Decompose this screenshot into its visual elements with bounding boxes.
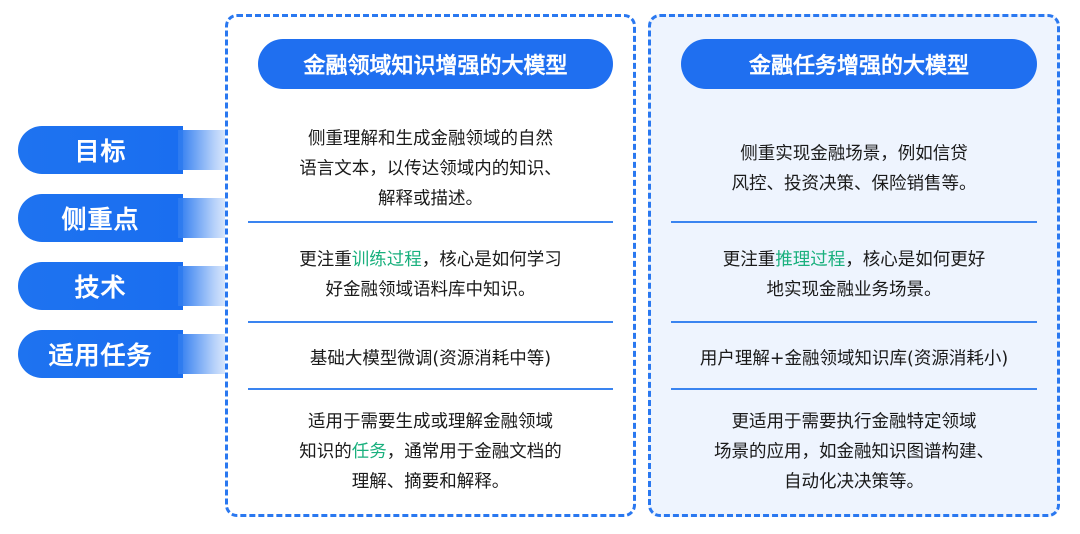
cell-line: 适用于需要生成或理解金融领域 — [299, 407, 562, 437]
row-label-text: 侧重点 — [61, 205, 140, 234]
column-task-enhanced-model: 金融任务增强的大模型 侧重实现金融场景，例如信贷风控、投资决策、保险销售等。 更… — [648, 14, 1060, 517]
cell-text: 适用于需要生成或理解金融领域知识的任务，通常用于金融文档的理解、摘要和解释。 — [299, 407, 562, 497]
cell-text-segment: 解释或描述。 — [378, 189, 483, 209]
divider — [671, 388, 1037, 390]
row-label-text: 适用任务 — [48, 341, 153, 370]
divider — [671, 321, 1037, 323]
cell-tasks: 更适用于需要执行金融特定领域场景的应用，如金融知识图谱构建、自动化决决策等。 — [671, 397, 1037, 507]
column-domain-knowledge-model: 金融领域知识增强的大模型 侧重理解和生成金融领域的自然语言文本，以传达领域内的知… — [225, 14, 636, 517]
cell-text: 更适用于需要执行金融特定领域场景的应用，如金融知识图谱构建、自动化决决策等。 — [714, 407, 994, 497]
cell-line: 地实现金融业务场景。 — [723, 275, 986, 305]
cell-focus: 更注重推理过程，核心是如何更好地实现金融业务场景。 — [671, 229, 1037, 321]
cell-technology: 基础大模型微调(资源消耗中等) — [248, 329, 613, 389]
cell-focus: 更注重训练过程，核心是如何学习好金融领域语料库中知识。 — [248, 229, 613, 321]
cell-text: 基础大模型微调(资源消耗中等) — [310, 344, 551, 374]
cell-text-segment: 适用于需要生成或理解金融领域 — [308, 412, 553, 432]
cell-line: 侧重理解和生成金融领域的自然 — [299, 124, 562, 154]
cell-line: 基础大模型微调(资源消耗中等) — [310, 344, 551, 374]
cell-text: 更注重推理过程，核心是如何更好地实现金融业务场景。 — [723, 245, 986, 305]
cell-text: 更注重训练过程，核心是如何学习好金融领域语料库中知识。 — [299, 245, 562, 305]
cell-line: 自动化决决策等。 — [714, 467, 994, 497]
cell-text-segment: 语言文本，以传达领域内的知识、 — [299, 159, 562, 179]
cell-line: 解释或描述。 — [299, 184, 562, 214]
column-header: 金融领域知识增强的大模型 — [258, 39, 613, 89]
cell-text-segment: 侧重理解和生成金融领域的自然 — [308, 129, 553, 149]
cell-line: 更注重推理过程，核心是如何更好 — [723, 245, 986, 275]
cell-line: 风控、投资决策、保险销售等。 — [732, 169, 977, 199]
cell-line: 好金融领域语料库中知识。 — [299, 275, 562, 305]
divider — [248, 221, 613, 223]
cell-technology: 用户理解+金融领域知识库(资源消耗小) — [671, 329, 1037, 389]
cell-text-segment: 用户理解+金融领域知识库(资源消耗小) — [699, 349, 1009, 369]
cell-line: 知识的任务，通常用于金融文档的 — [299, 437, 562, 467]
cell-goal: 侧重理解和生成金融领域的自然语言文本，以传达领域内的知识、解释或描述。 — [248, 113, 613, 225]
cell-text-segment: 更注重 — [722, 250, 776, 270]
divider — [671, 221, 1037, 223]
highlight-text: 任务 — [351, 442, 387, 462]
divider — [248, 388, 613, 390]
row-label-focus: 侧重点 — [18, 194, 238, 242]
cell-line: 用户理解+金融领域知识库(资源消耗小) — [700, 344, 1008, 374]
row-label-tasks: 适用任务 — [18, 330, 238, 378]
cell-text-segment: 更注重 — [299, 250, 352, 270]
row-label-technology: 技术 — [18, 262, 238, 310]
cell-text-segment: ，核心是如何更好 — [845, 250, 986, 270]
cell-text-segment: 理解、摘要和解释。 — [351, 472, 510, 492]
cell-text-segment: 自动化决决策等。 — [784, 472, 924, 492]
cell-line: 理解、摘要和解释。 — [299, 467, 562, 497]
divider — [248, 321, 613, 323]
cell-text: 侧重实现金融场景，例如信贷风控、投资决策、保险销售等。 — [732, 139, 977, 199]
cell-line: 场景的应用，如金融知识图谱构建、 — [714, 437, 994, 467]
cell-text-segment: 更适用于需要执行金融特定领域 — [731, 412, 977, 432]
cell-text-segment: 侧重实现金融场景，例如信贷 — [740, 144, 968, 164]
highlight-text: 推理过程 — [775, 250, 846, 270]
cell-text-segment: ，核心是如何学习 — [421, 250, 562, 270]
cell-text-segment: 风控、投资决策、保险销售等。 — [731, 174, 977, 194]
row-label-goal: 目标 — [18, 126, 238, 174]
cell-line: 更适用于需要执行金融特定领域 — [714, 407, 994, 437]
column-header: 金融任务增强的大模型 — [681, 39, 1037, 89]
cell-goal: 侧重实现金融场景，例如信贷风控、投资决策、保险销售等。 — [671, 113, 1037, 225]
cell-text-segment: 场景的应用，如金融知识图谱构建、 — [714, 442, 994, 462]
cell-text: 用户理解+金融领域知识库(资源消耗小) — [700, 344, 1008, 374]
highlight-text: 训练过程 — [351, 250, 422, 270]
cell-text-segment: 知识的 — [299, 442, 352, 462]
cell-line: 语言文本，以传达领域内的知识、 — [299, 154, 562, 184]
cell-line: 更注重训练过程，核心是如何学习 — [299, 245, 562, 275]
cell-text: 侧重理解和生成金融领域的自然语言文本，以传达领域内的知识、解释或描述。 — [299, 124, 562, 214]
cell-text-segment: 基础大模型微调(资源消耗中等) — [309, 349, 552, 369]
cell-line: 侧重实现金融场景，例如信贷 — [732, 139, 977, 169]
row-label-text: 目标 — [74, 137, 127, 166]
row-label-text: 技术 — [74, 273, 127, 302]
cell-text-segment: ，通常用于金融文档的 — [386, 442, 562, 462]
cell-tasks: 适用于需要生成或理解金融领域知识的任务，通常用于金融文档的理解、摘要和解释。 — [248, 397, 613, 507]
cell-text-segment: 地实现金融业务场景。 — [766, 280, 942, 300]
cell-text-segment: 好金融领域语料库中知识。 — [325, 280, 536, 300]
